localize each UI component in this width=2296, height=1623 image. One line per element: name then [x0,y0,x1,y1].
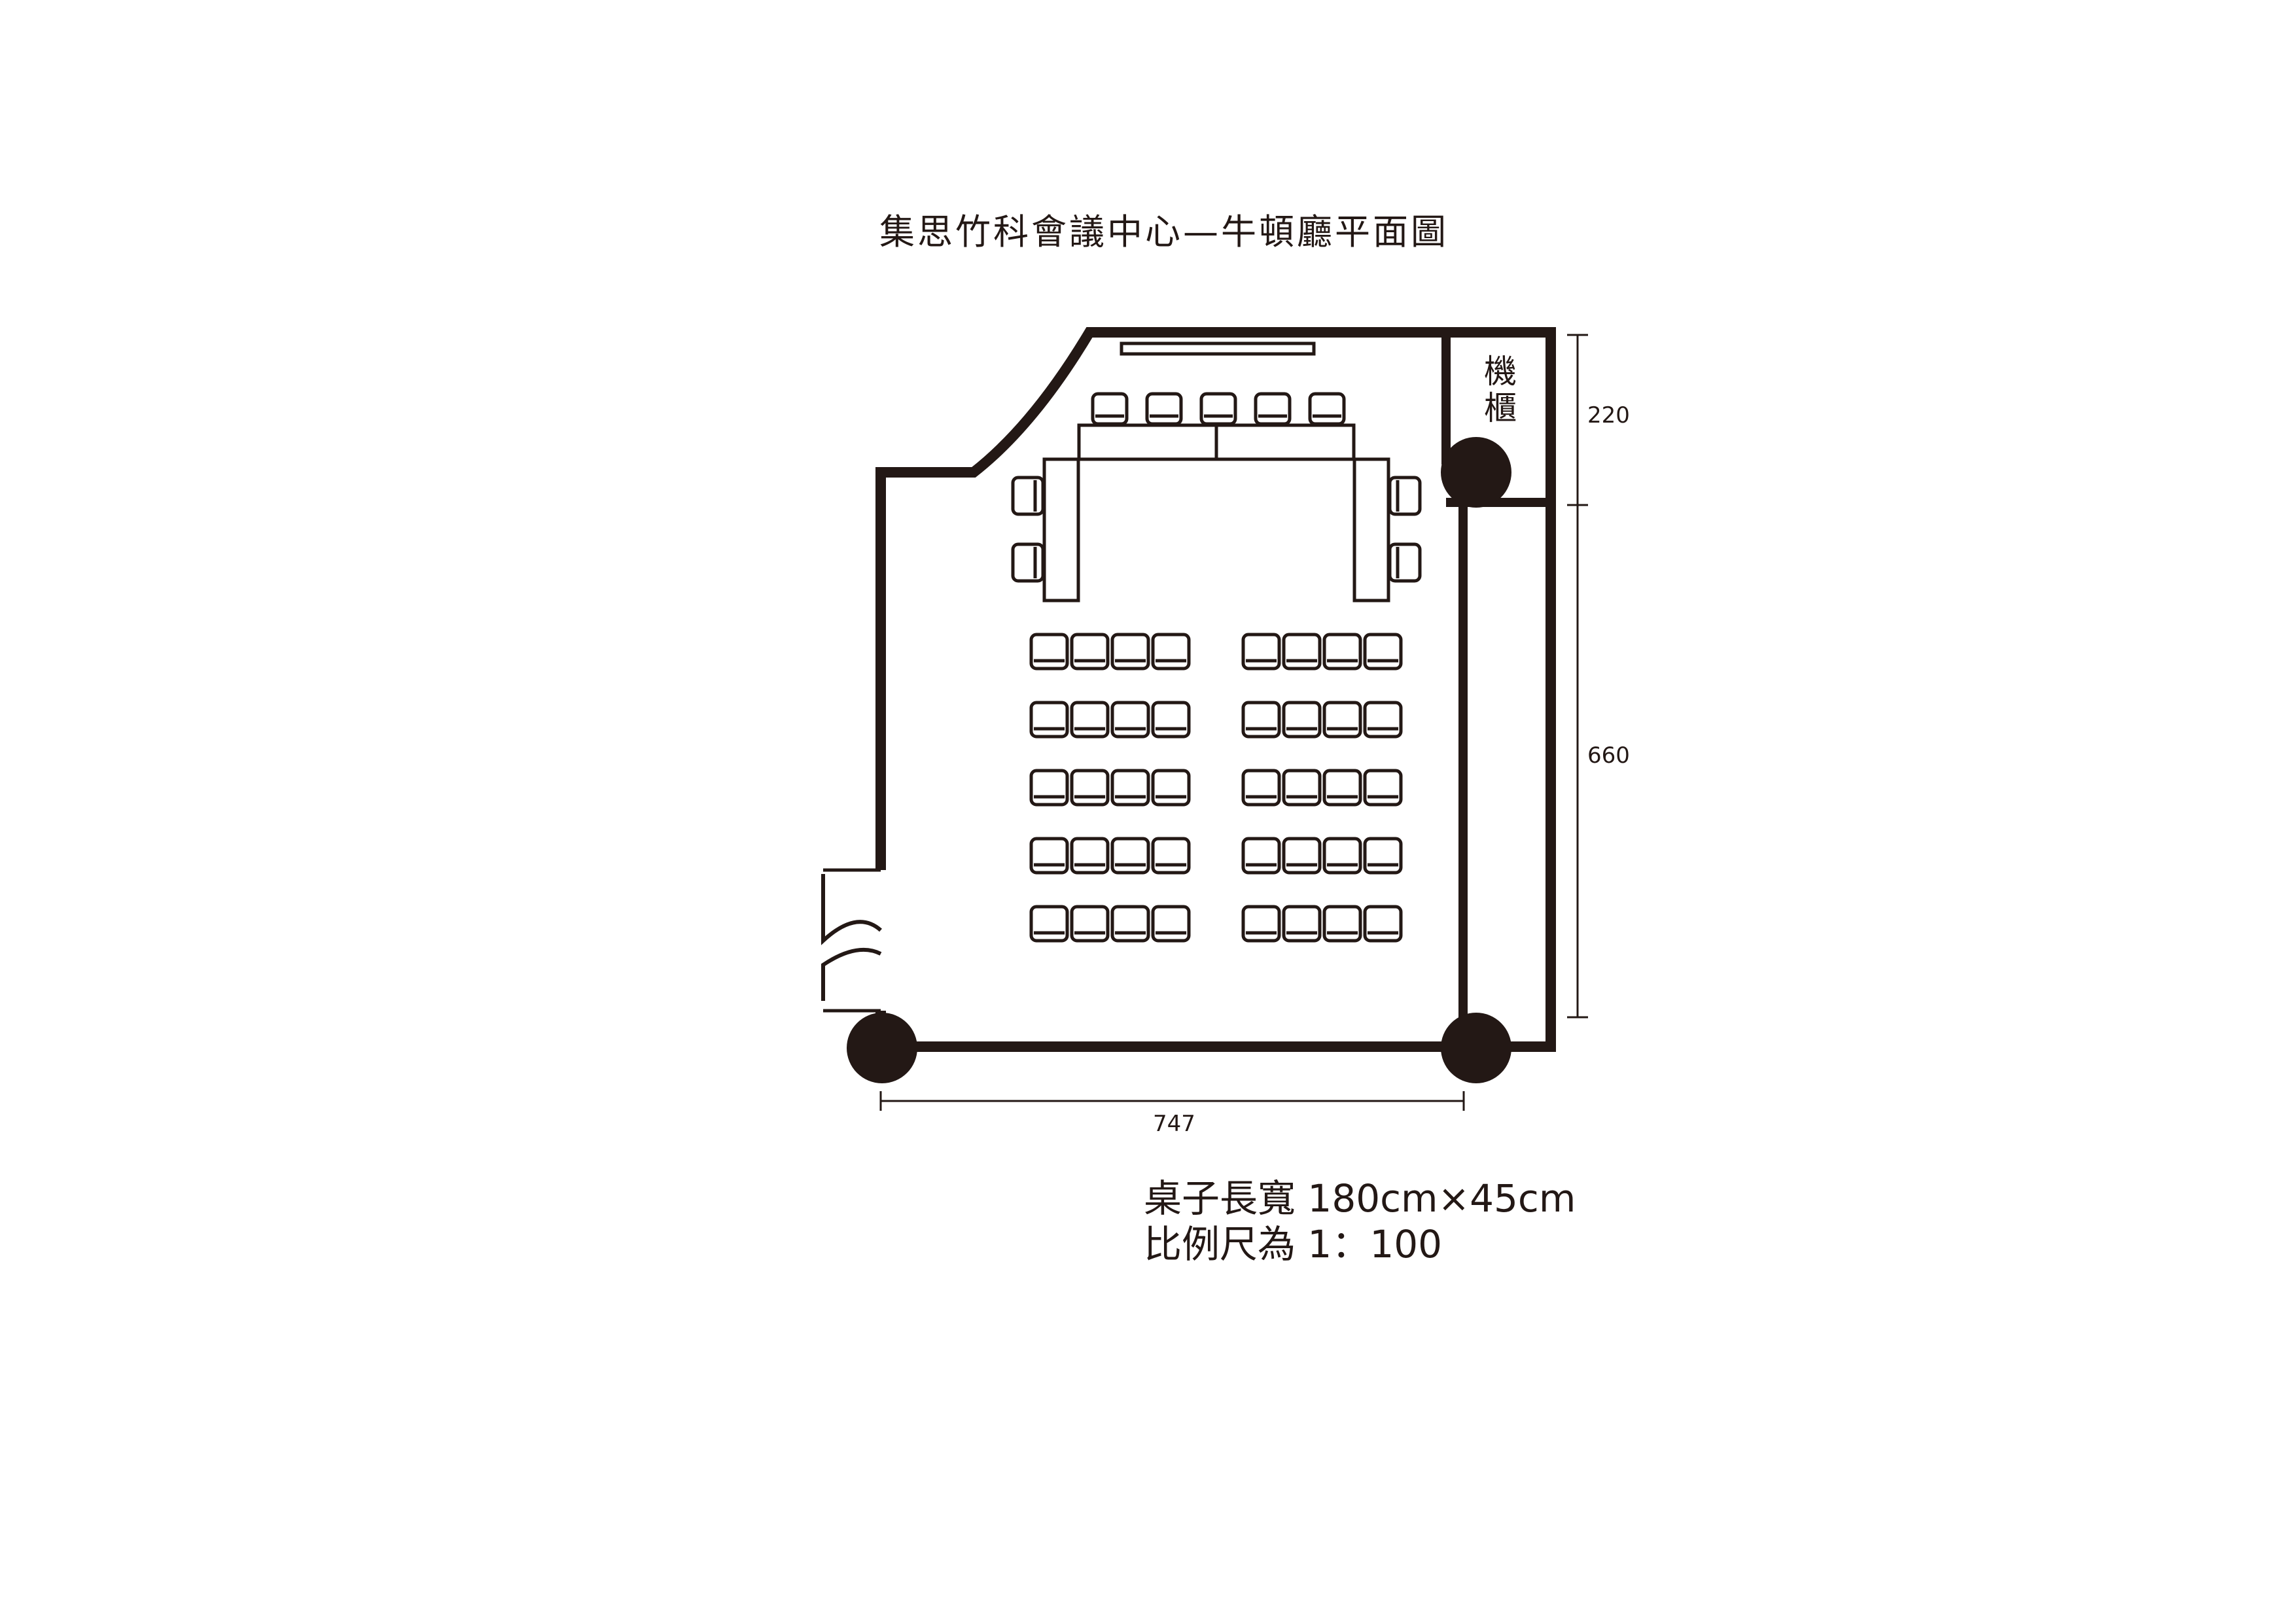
audience-chair [1029,701,1069,739]
audience-chair [1070,905,1110,943]
side-table-left [1042,457,1080,602]
head-chair [1145,392,1183,426]
door-jamb [823,868,881,1013]
audience-chair [1151,633,1191,671]
rack-partition [1441,332,1551,1047]
dimension-bottom: 747 [1153,1111,1195,1137]
column-top-right [1441,437,1511,508]
side-chair-right [1388,476,1422,516]
outer-wall [875,327,1556,1052]
audience-chair [1241,769,1281,807]
audience-chair [1070,769,1110,807]
audience-chair [1151,837,1191,875]
audience-chair [1322,633,1362,671]
column-bottom-left [847,1013,917,1083]
head-chair [1091,392,1129,426]
audience-chair [1282,701,1322,739]
head-table-right [1214,423,1356,461]
audience-chair [1282,769,1322,807]
audience-chair [1322,769,1362,807]
audience-chair [1110,633,1150,671]
page-title: 集思竹科會議中心—牛頓廳平面圖 [879,211,1449,253]
head-table-left [1077,423,1218,461]
audience-chair [1363,633,1403,671]
head-chair [1308,392,1346,426]
head-chair [1199,392,1237,426]
audience-chair [1322,701,1362,739]
audience-chair [1282,837,1322,875]
dim-line-bottom [879,1091,1465,1111]
scale-note: 比例尺為 1：100 [1144,1222,1443,1266]
audience-chair [1151,769,1191,807]
audience-chair [1070,633,1110,671]
dimension-right: 660 [1587,742,1630,769]
head-chair [1254,392,1292,426]
audience-chair [1110,769,1150,807]
side-chair-left [1011,476,1045,516]
dimension-top-right: 220 [1587,402,1630,428]
audience-chair [1241,701,1281,739]
audience-chair [1029,837,1069,875]
audience-chair [1151,701,1191,739]
audience-chair [1110,905,1150,943]
side-chair-left [1011,542,1045,583]
audience-chair [1363,837,1403,875]
rack-label: 機 櫃 [1484,353,1517,427]
table-size-note: 桌子長寬 180cm×45cm [1144,1176,1576,1221]
column-bottom-right [1441,1013,1511,1083]
audience-chair [1070,837,1110,875]
audience-chair [1151,905,1191,943]
projector-screen [1120,341,1316,356]
dim-line-right [1567,334,1588,1019]
audience-chair [1322,837,1362,875]
audience-chair [1363,905,1403,943]
audience-chair [1241,905,1281,943]
rack-label-line2: 櫃 [1484,389,1517,427]
audience-chair [1241,837,1281,875]
audience-chair [1363,769,1403,807]
side-chair-right [1388,542,1422,583]
audience-chair [1241,633,1281,671]
audience-chair [1282,633,1322,671]
audience-chair [1029,633,1069,671]
audience-chair [1070,701,1110,739]
rack-label-line1: 機 [1484,353,1517,391]
side-table-right [1352,457,1390,602]
audience-chair [1363,701,1403,739]
audience-chair [1110,701,1150,739]
audience-chair [1110,837,1150,875]
audience-chair [1029,905,1069,943]
door-swing [821,874,882,1001]
audience-chair [1282,905,1322,943]
audience-chair [1029,769,1069,807]
audience-chair [1322,905,1362,943]
